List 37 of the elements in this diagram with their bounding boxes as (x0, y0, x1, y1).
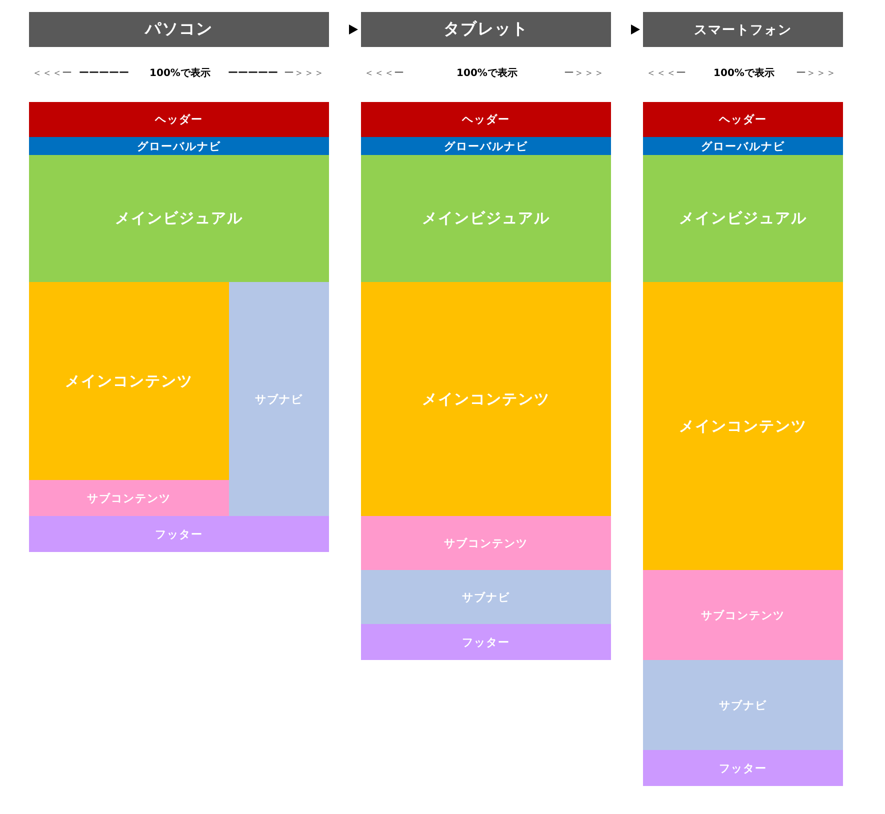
title-bar: タブレット (361, 12, 611, 47)
layout-block: サブコンテンツ (29, 480, 229, 516)
layout-block: メインビジュアル (361, 155, 611, 282)
scale-note: 100%で表示 (456, 68, 518, 80)
layout-block: フッター (643, 750, 843, 786)
arrow-text: ＜＜＜ー (646, 68, 686, 80)
arrow (631, 24, 640, 34)
title-bar: パソコン (29, 12, 329, 47)
layout-block: メインビジュアル (29, 155, 329, 282)
arrow-text: ＜＜＜ー (364, 68, 404, 80)
title-bar: スマートフォン (643, 12, 843, 47)
layout-block: サブナビ (229, 282, 329, 516)
layout-block: サブコンテンツ (361, 516, 611, 570)
arrow (349, 24, 358, 34)
layout-block: サブナビ (361, 570, 611, 624)
layout-block: メインコンテンツ (643, 282, 843, 570)
scale-note: 100%で表示 (714, 68, 774, 80)
layout-block: サブコンテンツ (643, 570, 843, 660)
layout-block: メインコンテンツ (29, 282, 229, 480)
layout-block: サブナビ (643, 660, 843, 750)
arrow-text: ー＞＞＞ (796, 68, 836, 80)
layout-block: ヘッダー (643, 102, 843, 137)
layout-block: フッター (361, 624, 611, 660)
layout-block: ヘッダー (29, 102, 329, 137)
layout-block: フッター (29, 516, 329, 552)
arrow-text: ー＞＞＞ (284, 68, 324, 80)
layout-block: グローバルナビ (29, 137, 329, 155)
layout-block: メインコンテンツ (361, 282, 611, 516)
layout-block: メインビジュアル (643, 155, 843, 282)
arrow-text: ＜＜＜ー (32, 68, 72, 80)
scale-note: 100%で表示 (150, 68, 210, 80)
layout-block: ヘッダー (361, 102, 611, 137)
layout-block: グローバルナビ (643, 137, 843, 155)
dash-text: ーーーーー (228, 68, 278, 80)
dash-text: ーーーーー (79, 68, 129, 80)
layout-block: グローバルナビ (361, 137, 611, 155)
arrow-text: ー＞＞＞ (564, 68, 604, 80)
